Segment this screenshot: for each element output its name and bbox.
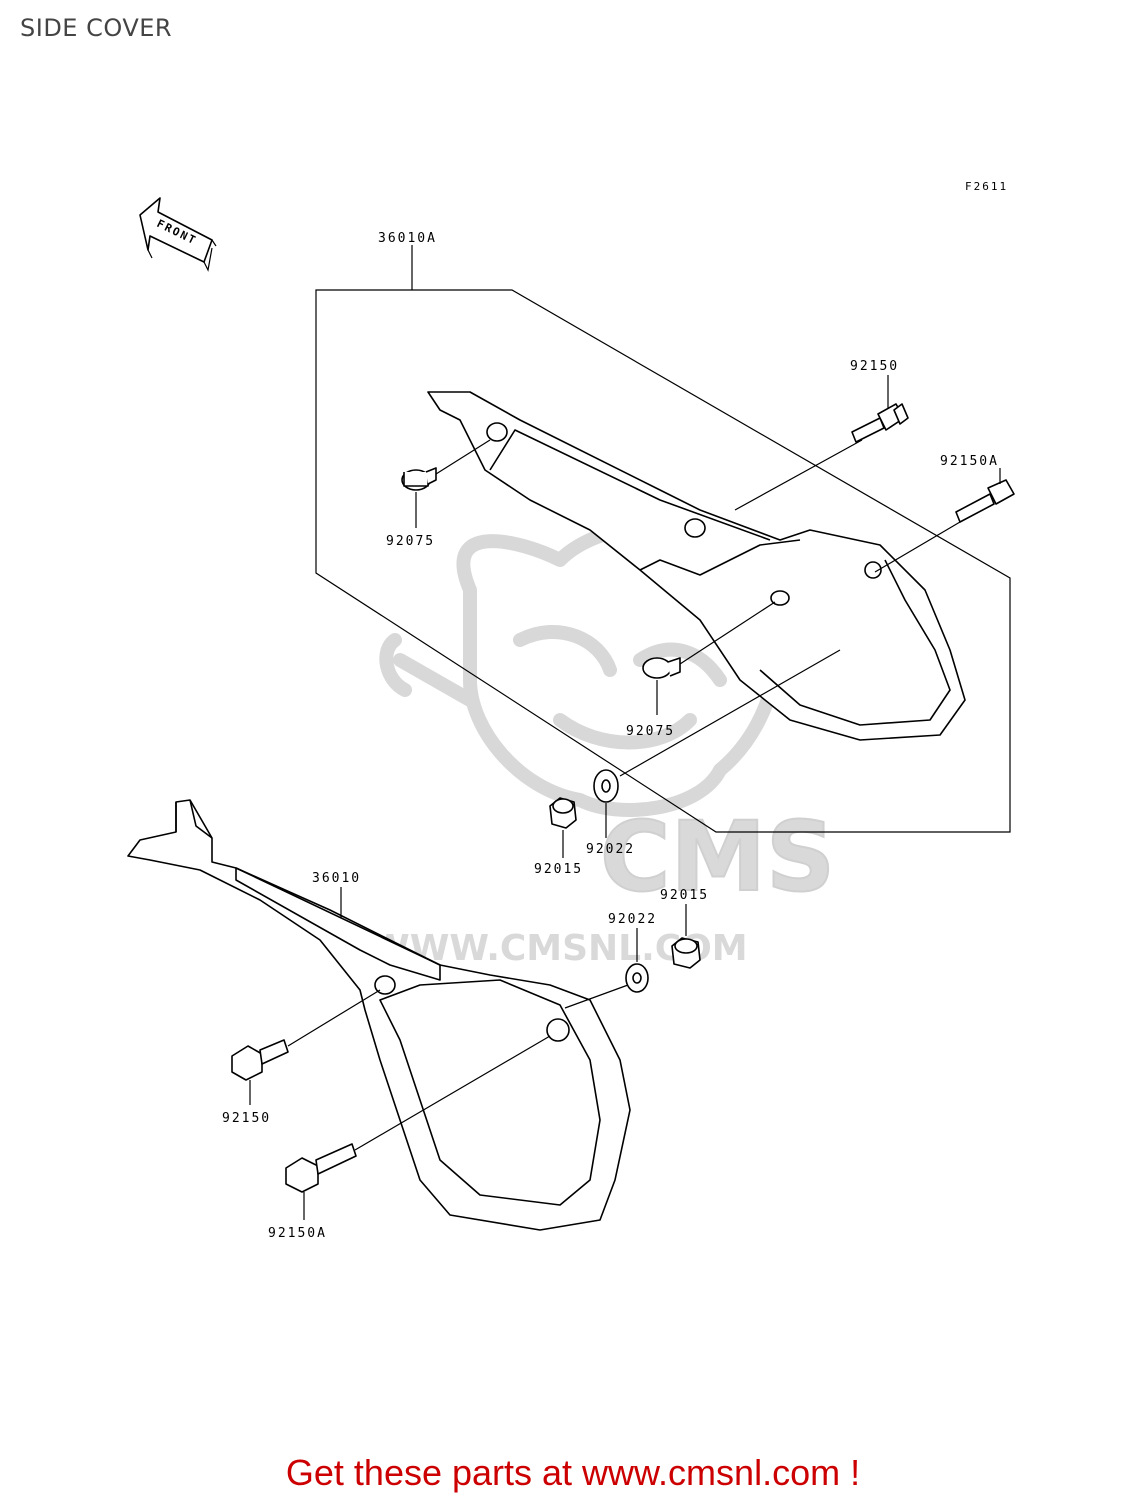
damper-92075-upper-icon bbox=[401, 467, 437, 491]
leader-92022-lower bbox=[564, 928, 638, 1009]
footer-cta-link[interactable]: Get these parts at www.cmsnl.com ! bbox=[285, 1452, 861, 1493]
side-cover-right bbox=[127, 799, 631, 1231]
part-label-92150-lower: 92150 bbox=[222, 1111, 271, 1126]
nut-92015-upper-icon bbox=[549, 797, 577, 829]
bolt-92150a-lower-icon bbox=[285, 1143, 357, 1193]
front-arrow-icon: FRONT bbox=[139, 197, 217, 272]
leader-92075-lower bbox=[656, 601, 776, 715]
part-label-92015-lower: 92015 bbox=[660, 888, 709, 903]
assembly-bracket bbox=[315, 289, 1011, 833]
part-label-92150a-upper: 92150A bbox=[940, 454, 999, 469]
watermark-wrench bbox=[379, 633, 477, 707]
part-label-92022-upper: 92022 bbox=[586, 842, 635, 857]
part-label-92015-upper: 92015 bbox=[534, 862, 583, 877]
side-cover-left bbox=[427, 391, 966, 741]
leader-92022-upper bbox=[605, 649, 841, 838]
bolt-92150-lower-icon bbox=[231, 1039, 289, 1081]
page-title: SIDE COVER bbox=[20, 14, 173, 42]
part-label-92075-upper: 92075 bbox=[386, 534, 435, 549]
washer-92022-upper-icon bbox=[593, 769, 619, 803]
watermark-logo: CMS bbox=[600, 801, 835, 913]
nut-92015-lower-icon bbox=[671, 937, 701, 969]
leader-92150-upper bbox=[734, 375, 889, 511]
washer-92022-lower-icon bbox=[625, 963, 649, 993]
watermark-mascot-face bbox=[513, 625, 727, 750]
part-label-92022-lower: 92022 bbox=[608, 912, 657, 927]
leader-92150a-lower bbox=[303, 1035, 551, 1220]
bolt-92150-upper-icon bbox=[851, 403, 909, 443]
part-label-92150-upper: 92150 bbox=[850, 359, 899, 374]
part-label-36010: 36010 bbox=[312, 871, 361, 886]
damper-92075-lower-icon bbox=[642, 590, 790, 679]
leader-92150a-upper bbox=[874, 468, 1001, 573]
leader-92150-lower bbox=[249, 989, 381, 1105]
part-label-92150a-lower: 92150A bbox=[268, 1226, 327, 1241]
bolt-92150a-upper-icon bbox=[955, 479, 1015, 523]
part-label-36010a: 36010A bbox=[378, 231, 437, 246]
figure-code: F2611 bbox=[965, 180, 1008, 193]
leader-92075-upper bbox=[415, 439, 491, 528]
part-label-92075-lower: 92075 bbox=[626, 724, 675, 739]
